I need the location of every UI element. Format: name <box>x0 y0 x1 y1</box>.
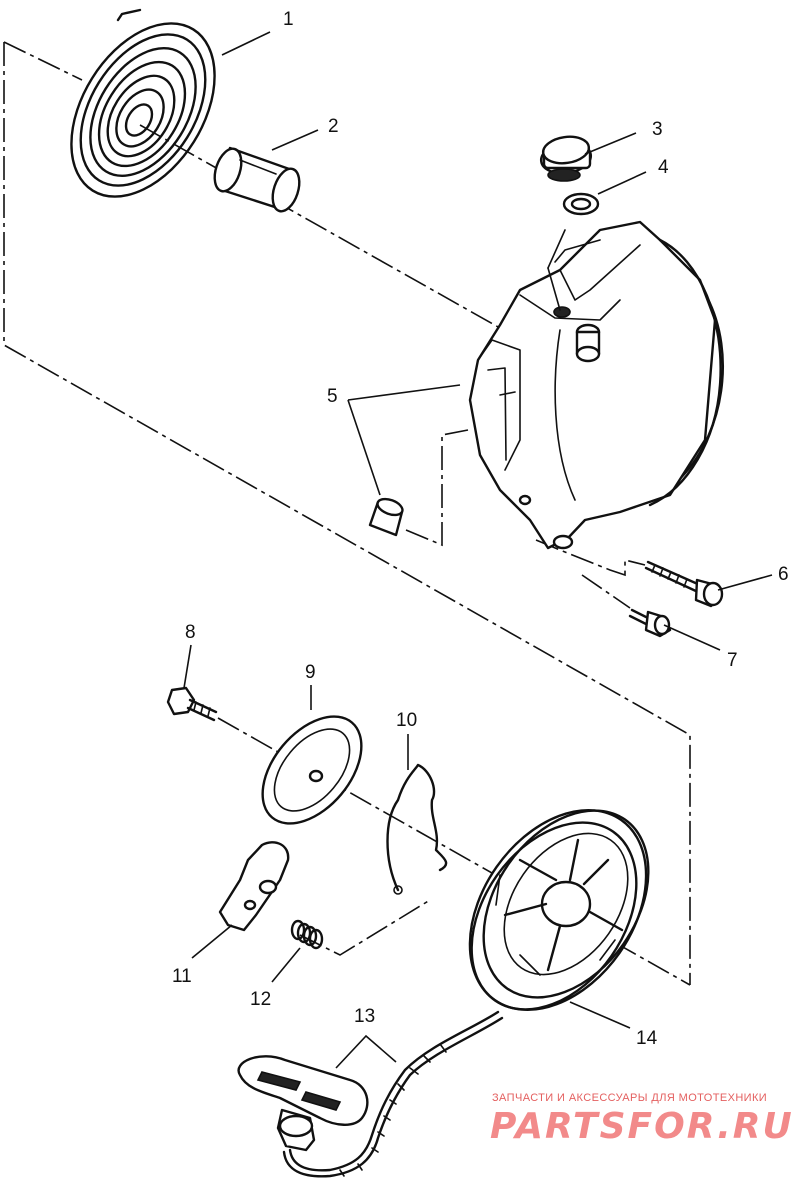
sleeve <box>368 497 404 537</box>
callout-7: 7 <box>727 650 738 671</box>
callout-4: 4 <box>658 157 669 178</box>
callout-1: 1 <box>283 9 294 30</box>
bolt <box>166 686 218 722</box>
rope-pulley <box>468 808 650 1012</box>
plug-leader-2 <box>547 229 566 269</box>
callout-9: 9 <box>305 662 316 683</box>
recoil-spring <box>70 8 216 198</box>
callout-3: 3 <box>652 119 663 140</box>
pawl <box>218 841 290 932</box>
washer <box>562 192 600 216</box>
callout-14: 14 <box>636 1028 658 1049</box>
long-bolt <box>644 560 724 608</box>
bushing <box>213 146 301 213</box>
pawl-spring <box>290 919 324 950</box>
starter-handle-and-rope <box>237 1010 504 1178</box>
callout-2: 2 <box>328 116 339 137</box>
plug <box>539 135 593 182</box>
callout-6: 6 <box>778 564 789 585</box>
callout-13: 13 <box>354 1006 375 1027</box>
callout-8: 8 <box>185 622 196 643</box>
callout-11: 11 <box>172 966 192 987</box>
starter-housing <box>468 220 725 550</box>
callout-12: 12 <box>250 989 271 1010</box>
spring-clip <box>386 763 448 895</box>
watermark-tagline: ЗАПЧАСТИ И АКСЕССУАРЫ ДЛЯ МОТОТЕХНИКИ <box>492 1092 768 1104</box>
plug-leader <box>547 267 561 311</box>
short-bolt <box>628 608 672 638</box>
callout-5: 5 <box>327 386 338 407</box>
friction-plate <box>261 715 363 825</box>
callout-labels: 1 2 3 4 5 6 7 8 9 10 11 12 13 14 <box>172 9 789 1049</box>
watermark-logo: PARTSFOR.RU <box>490 1106 794 1147</box>
callout-10: 10 <box>396 710 417 731</box>
leader-lines <box>183 31 773 1069</box>
